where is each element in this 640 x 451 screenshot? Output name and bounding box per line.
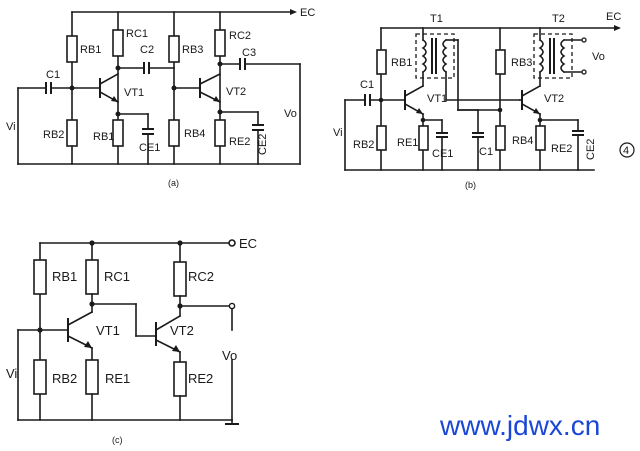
label-b-t2: T2	[552, 13, 565, 25]
label-a-c2: C2	[140, 44, 154, 56]
label-b-vt1: VT1	[427, 93, 447, 105]
label-a-rb4: RB4	[184, 128, 205, 140]
label-c-vo: Vo	[222, 348, 237, 363]
label-c-vt2: VT2	[170, 323, 194, 338]
label-a-vt2: VT2	[226, 86, 246, 98]
watermark-text: www.jdwx.cn	[439, 410, 600, 441]
label-c-rc2: RC2	[188, 269, 214, 284]
label-a-rb2: RB2	[43, 129, 64, 141]
caption-c: (c)	[112, 435, 123, 445]
label-a-vo: Vo	[284, 108, 297, 120]
label-b-c1: C1	[360, 79, 374, 91]
label-c-vi: Vi	[6, 366, 17, 381]
label-c-vt1: VT1	[96, 323, 120, 338]
label-c-rb2: RB2	[52, 371, 77, 386]
circuit-a: EC	[6, 7, 315, 188]
label-b-rb2: RB2	[353, 139, 374, 151]
label-a-rb1: RB1	[80, 44, 101, 56]
circuit-a-supply-label: EC	[300, 7, 315, 19]
label-b-re1: RE1	[397, 137, 418, 149]
circuit-b-supply-label: EC	[606, 11, 621, 23]
label-b-rb4: RB4	[512, 135, 533, 147]
label-a-vi: Vi	[6, 121, 16, 133]
label-a-ce2: CE2	[257, 134, 269, 155]
label-c-re1: RE1	[105, 371, 130, 386]
label-b-rb1: RB1	[391, 57, 412, 69]
label-a-rb3: RB3	[182, 44, 203, 56]
label-a-c1: C1	[46, 69, 60, 81]
circuit-c-supply-label: EC	[239, 236, 257, 251]
label-a-ce1: CE1	[139, 142, 160, 154]
label-b-vo: Vo	[592, 51, 605, 63]
label-a-c3: C3	[242, 47, 256, 59]
circuit-c: EC	[6, 236, 257, 445]
label-b-vt2: VT2	[544, 93, 564, 105]
label-a-rc2: RC2	[229, 30, 251, 42]
label-b-t1: T1	[430, 13, 443, 25]
label-a-re2: RE2	[229, 136, 250, 148]
circuit-b: EC	[333, 11, 635, 190]
badge-b: 4	[623, 145, 629, 157]
caption-b: (b)	[465, 180, 476, 190]
label-a-rb1-lower: RB1	[93, 131, 114, 143]
label-b-rb3: RB3	[511, 57, 532, 69]
label-c-rb1: RB1	[52, 269, 77, 284]
label-c-rc1: RC1	[104, 269, 130, 284]
label-b-ce1: CE1	[432, 148, 453, 160]
label-a-rc1: RC1	[126, 28, 148, 40]
label-b-re2: RE2	[551, 143, 572, 155]
caption-a: (a)	[168, 178, 179, 188]
label-b-ce2: CE2	[585, 139, 597, 160]
label-b-c1-lower: C1	[479, 146, 493, 158]
label-b-vi: Vi	[333, 127, 343, 139]
label-c-re2: RE2	[188, 371, 213, 386]
label-a-vt1: VT1	[124, 87, 144, 99]
